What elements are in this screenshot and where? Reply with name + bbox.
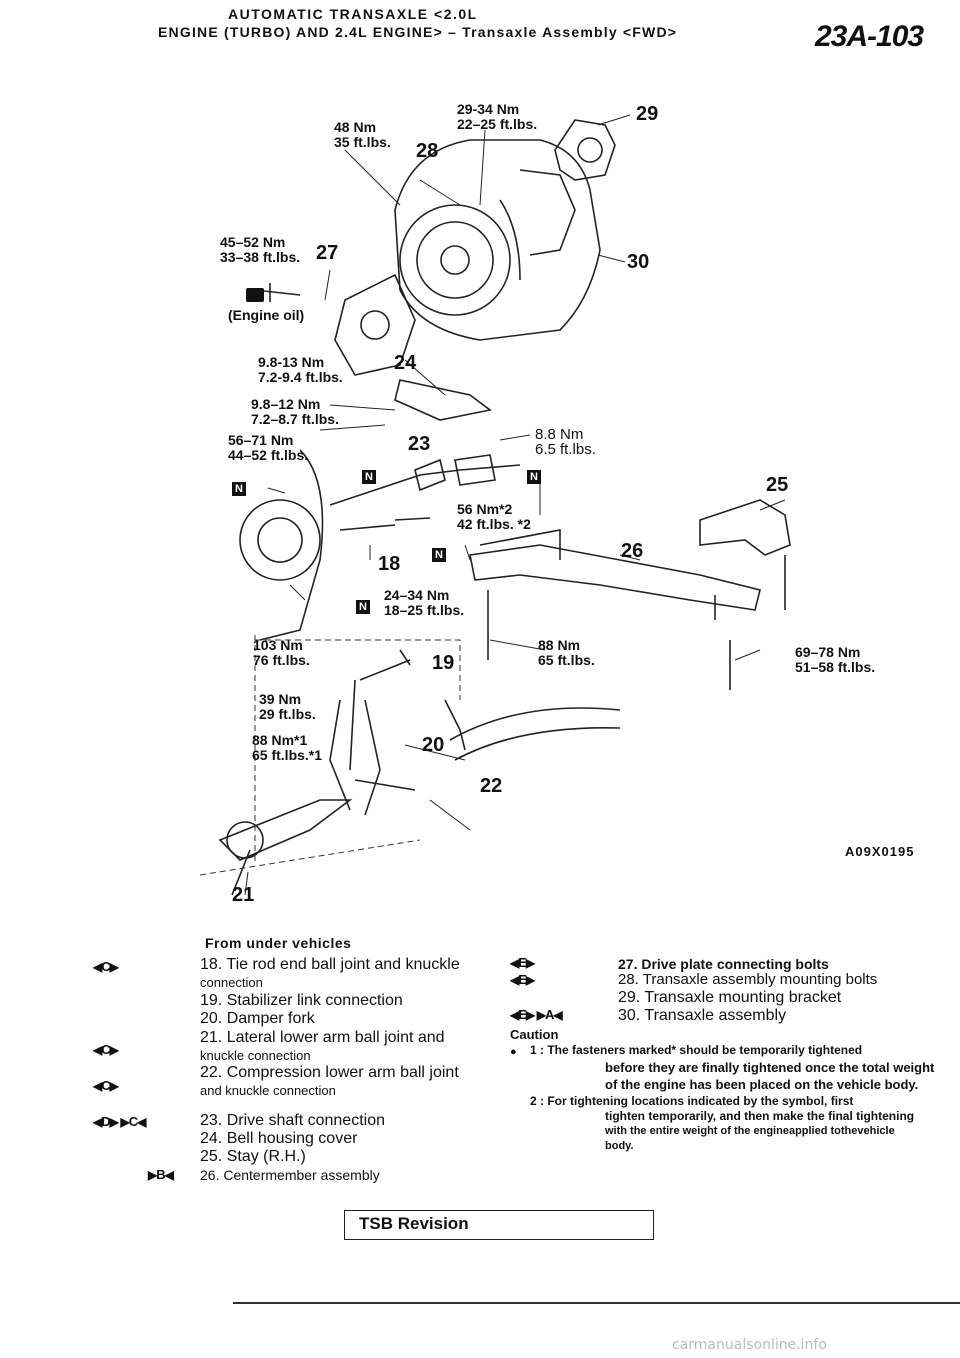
- list-item: 25. Stay (R.H.): [200, 1148, 306, 1165]
- transaxle-case: [394, 139, 601, 341]
- symbol-d: ◀D▶ ▶C◀: [93, 1114, 146, 1129]
- engine-oil-note: (Engine oil): [228, 307, 305, 323]
- symbol-e: ◀E▶: [510, 972, 535, 987]
- tsb-revision-box: TSB Revision: [344, 1210, 654, 1240]
- callout-21: 21: [232, 884, 255, 906]
- lateral-lower-arm: [218, 799, 353, 861]
- header-line-1: AUTOMATIC TRANSAXLE <2.0L: [228, 6, 478, 22]
- drive-shaft: [329, 464, 521, 506]
- hub: [239, 499, 321, 581]
- oil-can-icon: [246, 288, 264, 302]
- symbol-c: ◀C▶: [93, 1078, 119, 1093]
- list-item: 30. Transaxle assembly: [618, 1007, 787, 1024]
- n-symbol-box: N: [232, 482, 246, 496]
- n-symbol-box: N: [432, 548, 446, 562]
- stay: [699, 499, 791, 556]
- caution-note-2: 2 : For tightening locations indicated b…: [530, 1094, 915, 1152]
- header-line-2: ENGINE (TURBO) AND 2.4L ENGINE> – Transa…: [158, 24, 678, 40]
- footer-rule: [233, 1302, 960, 1304]
- caution-title: Caution: [510, 1027, 559, 1042]
- drive-plate: [334, 273, 416, 376]
- list-item: 19. Stabilizer link connection: [200, 992, 403, 1009]
- callout-30: 30: [627, 251, 650, 273]
- centermember: [469, 544, 761, 611]
- bell-housing-cover: [394, 379, 492, 421]
- callout-23: 23: [408, 433, 431, 455]
- caution-bullet: ●: [510, 1046, 517, 1058]
- footer-watermark: carmanualsonline.info: [672, 1337, 827, 1353]
- n-symbol-box: N: [362, 470, 376, 484]
- callout-28: 28: [416, 140, 439, 162]
- symbol-c: ◀C▶: [93, 959, 119, 974]
- n-symbol-box: N: [356, 600, 370, 614]
- caution-note-1: 1 : The fasteners marked* should be temp…: [530, 1043, 935, 1092]
- callout-22: 22: [480, 775, 503, 797]
- list-item: 27. Drive plate connecting bolts: [618, 956, 829, 972]
- symbol-e: ◀E▶ ▶A◀: [510, 1007, 563, 1022]
- list-item: 20. Damper fork: [200, 1010, 315, 1027]
- list-item: 29. Transaxle mounting bracket: [618, 989, 842, 1006]
- list-item: 28. Transaxle assembly mounting bolts: [618, 971, 878, 988]
- callout-27: 27: [316, 242, 339, 264]
- callout-20: 20: [422, 734, 445, 756]
- callout-19: 19: [432, 652, 455, 674]
- callout-26: 26: [621, 540, 644, 562]
- callout-24: 24: [394, 352, 417, 374]
- figure-code: A09X0195: [845, 844, 915, 859]
- symbol-e: ◀E▶: [510, 955, 535, 970]
- callout-25: 25: [766, 474, 789, 496]
- page-number: 23A-103: [815, 20, 924, 53]
- n-symbol-box: N: [527, 470, 541, 484]
- transaxle-mount-bracket: [554, 119, 616, 181]
- symbol-c: ◀C▶: [93, 1042, 119, 1057]
- figure-caption: From under vehicles: [205, 935, 352, 951]
- list-item: 23. Drive shaft connection: [200, 1112, 385, 1129]
- callout-18: 18: [378, 553, 401, 575]
- callout-29: 29: [636, 103, 659, 125]
- list-item: 24. Bell housing cover: [200, 1130, 358, 1147]
- symbol-b: ▶B◀: [148, 1167, 174, 1182]
- transaxle-exploded-diagram: [199, 114, 791, 896]
- list-item: 26. Centermember assembly: [200, 1167, 380, 1183]
